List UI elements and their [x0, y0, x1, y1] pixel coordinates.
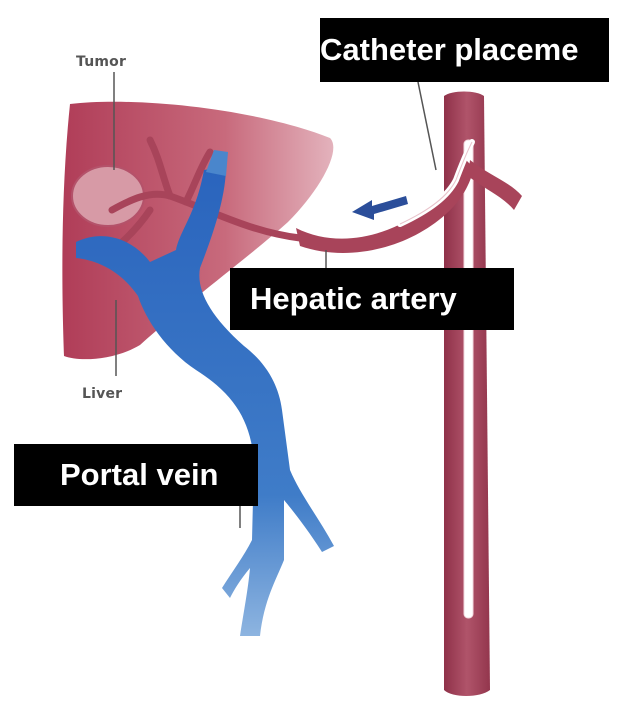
flow-arrow-icon: [352, 196, 408, 220]
catheter-leader-line: [418, 82, 436, 170]
tumor-label: Tumor: [76, 54, 126, 70]
hepatic-artery-label: Hepatic artery: [230, 268, 514, 330]
portal-vein-label: Portal vein: [14, 444, 258, 506]
liver-label: Liver: [82, 386, 122, 402]
catheter-in-aorta: [464, 140, 473, 618]
catheter-placement-label: Catheter placeme: [320, 18, 609, 82]
